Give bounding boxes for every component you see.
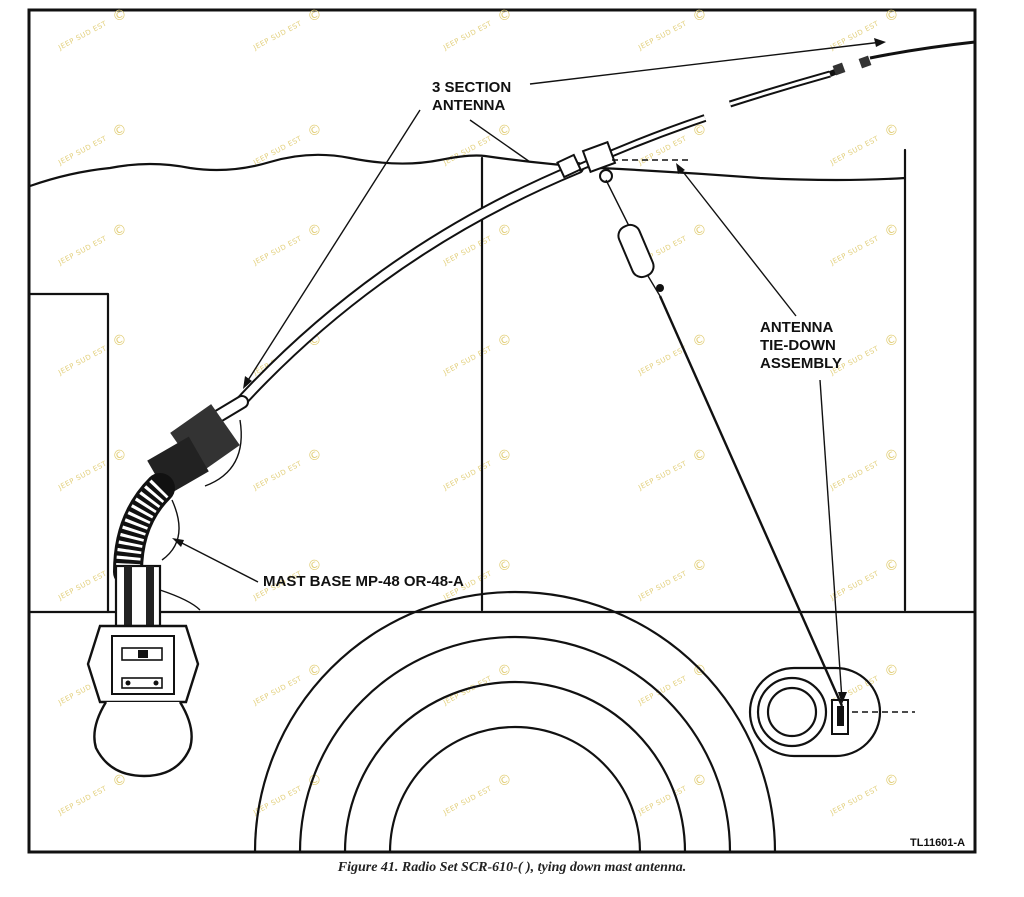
mast-base-label: MAST BASE MP-48 OR-48-A xyxy=(263,573,464,590)
svg-text:©: © xyxy=(495,770,515,791)
svg-text:©: © xyxy=(110,770,130,791)
svg-text:©: © xyxy=(305,660,325,681)
wheel-arches xyxy=(253,590,777,854)
svg-text:©: © xyxy=(495,660,515,681)
antenna-label-line-1: 3 SECTION xyxy=(432,79,511,96)
tie-down-cord xyxy=(605,159,844,707)
svg-text:©: © xyxy=(690,445,710,466)
svg-text:©: © xyxy=(110,330,130,351)
mast-base xyxy=(86,395,249,778)
svg-text:©: © xyxy=(495,330,515,351)
tie-down-bracket xyxy=(748,666,915,758)
svg-text:©: © xyxy=(882,220,902,241)
svg-text:©: © xyxy=(495,120,515,141)
antenna-label-line-2: ANTENNA xyxy=(432,97,505,114)
svg-text:©: © xyxy=(110,220,130,241)
svg-text:©: © xyxy=(110,445,130,466)
svg-text:©: © xyxy=(305,120,325,141)
drawing-code: TL11601-A xyxy=(910,837,965,849)
svg-text:©: © xyxy=(690,330,710,351)
svg-text:©: © xyxy=(882,770,902,791)
svg-text:©: © xyxy=(882,330,902,351)
svg-text:©: © xyxy=(882,5,902,26)
svg-text:©: © xyxy=(495,220,515,241)
svg-text:©: © xyxy=(305,5,325,26)
svg-text:©: © xyxy=(690,555,710,576)
svg-text:©: © xyxy=(882,120,902,141)
svg-text:©: © xyxy=(882,555,902,576)
svg-text:©: © xyxy=(110,120,130,141)
svg-text:©: © xyxy=(690,220,710,241)
svg-text:©: © xyxy=(690,5,710,26)
antenna xyxy=(232,40,976,411)
svg-text:©: © xyxy=(882,445,902,466)
svg-text:©: © xyxy=(495,445,515,466)
svg-text:©: © xyxy=(495,5,515,26)
svg-text:©: © xyxy=(110,5,130,26)
tie-down-label-line-2: TIE-DOWN xyxy=(760,337,836,354)
svg-text:©: © xyxy=(690,770,710,791)
svg-text:©: © xyxy=(305,220,325,241)
body-top-edge xyxy=(28,153,907,188)
svg-text:©: © xyxy=(495,555,515,576)
leader-lines xyxy=(172,38,886,704)
tie-down-label-line-1: ANTENNA xyxy=(760,319,833,336)
figure-caption: Figure 41. Radio Set SCR-610-( ), tying … xyxy=(337,860,687,875)
svg-text:©: © xyxy=(882,660,902,681)
left-panel xyxy=(28,292,110,614)
tie-down-label-line-3: ASSEMBLY xyxy=(760,355,842,372)
svg-text:©: © xyxy=(690,120,710,141)
svg-text:©: © xyxy=(305,555,325,576)
svg-text:©: © xyxy=(305,445,325,466)
